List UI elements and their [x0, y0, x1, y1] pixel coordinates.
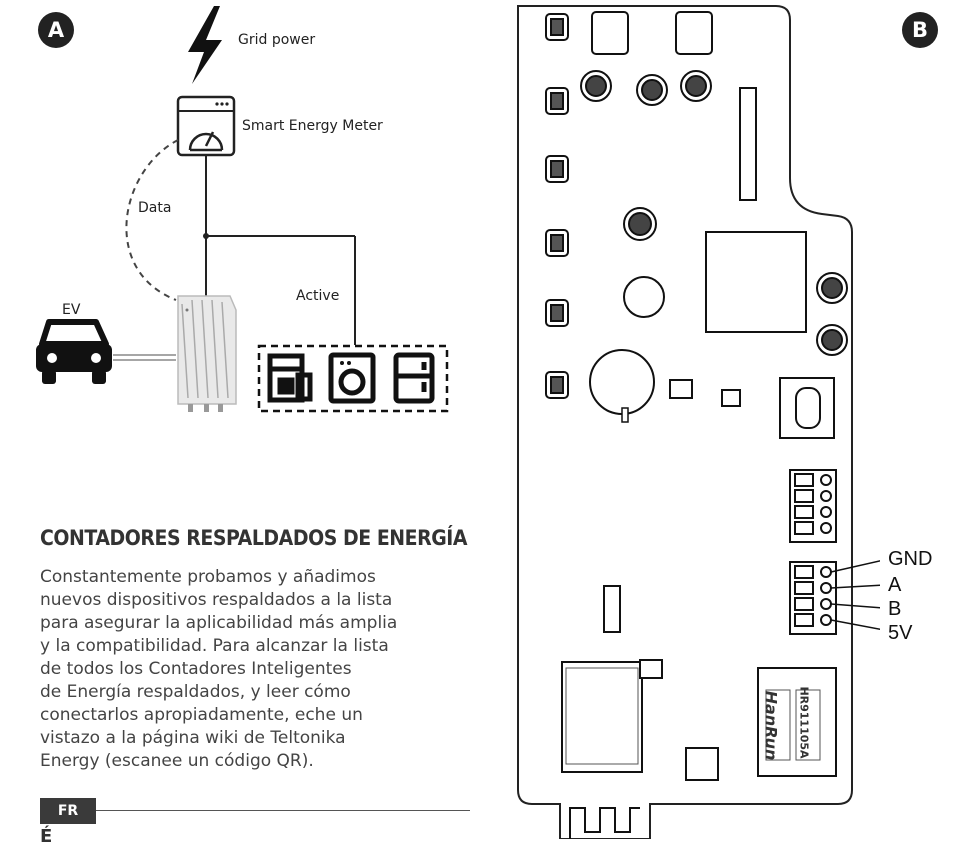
hr911105a-marking: HR911105A: [797, 686, 811, 759]
paragraph-line: de todos los Contadores Inteligentes: [40, 659, 352, 679]
active-label: Active: [296, 288, 340, 304]
section-paragraph: Constantemente probamos y añadimos nuevo…: [40, 566, 480, 773]
paragraph-line: Energy (escanee un código QR).: [40, 751, 314, 771]
pcb-board-drawing: [517, 5, 880, 839]
pin-label-a: A: [888, 574, 902, 596]
hanrun-marking: HanRun: [761, 690, 781, 761]
washing-machine-icon: [328, 352, 376, 404]
paragraph-line: de Energía respaldados, y leer cómo: [40, 682, 351, 702]
smart-meter-icon: [176, 95, 236, 157]
paragraph-line: y la compatibilidad. Para alcanzar la li…: [40, 636, 389, 656]
next-section-heading: É: [40, 826, 53, 847]
ev-label: EV: [62, 302, 81, 318]
fridge-icon: [393, 352, 435, 404]
language-tag: FR: [40, 798, 96, 824]
lightning-icon: [188, 6, 222, 84]
terminal-block-lower: [789, 561, 837, 635]
paragraph-line: para asegurar la aplicabilidad más ampli…: [40, 613, 398, 633]
panel-b-badge: B: [902, 12, 938, 48]
coffee-machine-icon: [267, 353, 313, 403]
pin-label-5v: 5V: [888, 622, 913, 644]
smart-energy-meter-label: Smart Energy Meter: [242, 118, 383, 134]
grid-power-label: Grid power: [238, 32, 316, 48]
paragraph-line: Constantemente probamos y añadimos: [40, 567, 376, 587]
paragraph-line: vistazo a la página wiki de Teltonika: [40, 728, 346, 748]
paragraph-line: conectarlos apropiadamente, eche un: [40, 705, 363, 725]
divider: [96, 810, 470, 811]
pin-label-gnd: GND: [888, 548, 933, 570]
car-icon: [36, 319, 112, 384]
charger-icon: [177, 295, 237, 412]
pin-label-b: B: [888, 598, 902, 620]
terminal-block-upper: [789, 469, 837, 543]
section-heading: CONTADORES RESPALDADOS DE ENERGÍA: [40, 526, 468, 550]
paragraph-line: nuevos dispositivos respaldados a la lis…: [40, 590, 393, 610]
energy-flow-diagram: [36, 6, 449, 413]
data-label: Data: [138, 200, 172, 216]
panel-a-badge: A: [38, 12, 74, 48]
